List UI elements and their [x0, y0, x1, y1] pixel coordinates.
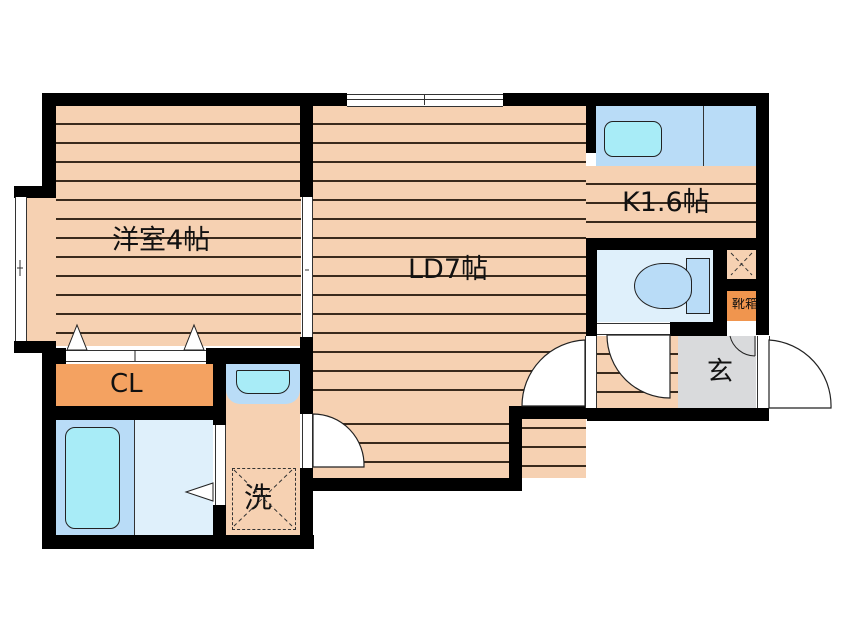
wall-western-ld-upper: [300, 93, 313, 197]
wall-bottom-entrance: [587, 408, 769, 421]
kitchen-counter-divider: [703, 106, 704, 166]
toilet-bowl-icon: [634, 263, 692, 309]
door-swing-entrance: [768, 339, 832, 409]
shoe-box: [727, 291, 756, 321]
entrance-label: 玄: [707, 357, 734, 387]
washer-label: 洗: [244, 481, 273, 514]
western-room-floor: [55, 106, 301, 346]
entrance-floor: [678, 336, 756, 408]
closet-label: CL: [110, 369, 143, 399]
wall-bottom-right: [509, 406, 587, 419]
storage-x-mark: [730, 252, 753, 276]
closet-door-marker-left: [66, 323, 88, 351]
door-bathroom[interactable]: [215, 425, 226, 505]
kitchen-floor: [586, 166, 756, 238]
shoe-box-label: 靴箱: [731, 298, 758, 311]
wall-toilet-bottom: [670, 322, 727, 336]
door-swing-toilet: [606, 334, 671, 399]
wall-left-alcove-top: [14, 186, 56, 198]
washer-x-mark: [233, 469, 293, 527]
wall-left-upper: [42, 93, 56, 197]
toilet-tank-icon: [686, 258, 710, 314]
window-top-sash: [347, 99, 503, 100]
wall-top-left: [42, 93, 347, 106]
window-top-mullion: [424, 94, 425, 105]
wall-toilet-left: [586, 238, 597, 336]
wall-left-lower: [42, 341, 56, 549]
bathroom-dry-area: [134, 420, 213, 535]
living-dining-label: LD7帖: [408, 254, 489, 285]
kitchen-label: K1.6帖: [622, 187, 710, 218]
wash-basin-icon: [236, 370, 290, 394]
wall-bath-washroom-upper: [213, 348, 226, 425]
wall-western-bottom-left: [42, 348, 66, 364]
wall-right: [756, 93, 769, 335]
window-top: [347, 94, 503, 107]
kitchen-sink-icon: [604, 121, 662, 157]
wall-bath-washroom-lower: [213, 505, 226, 549]
door-swing-washroom: [312, 413, 365, 468]
door-swing-shoebox: [729, 335, 756, 357]
wall-ld-step: [509, 406, 522, 491]
wall-western-bottom-right: [206, 348, 313, 364]
wall-bottom-bath: [42, 535, 314, 549]
wall-toilet-right: [713, 238, 727, 336]
door-swing-ld: [521, 339, 586, 407]
wall-top-right: [503, 93, 769, 106]
wall-washroom-right: [300, 364, 313, 414]
shoe-box-gap: [727, 322, 756, 336]
washer-space: [232, 468, 296, 530]
bathroom-door-marker: [184, 482, 214, 502]
bathtub-icon: [65, 427, 120, 529]
wall-storage-divider: [727, 279, 756, 291]
wall-closet-bottom: [42, 406, 226, 420]
western-room-alcove: [26, 197, 56, 342]
closet: [55, 364, 213, 406]
bathroom-divider: [134, 420, 135, 535]
window-left: [15, 197, 27, 341]
closet-door-marker-right: [183, 323, 205, 351]
western-room-label: 洋室4帖: [112, 225, 211, 256]
closet-doors: [66, 350, 206, 362]
wall-ld-bottom: [300, 478, 522, 491]
door-western-sliding[interactable]: [302, 197, 313, 337]
wall-kitchen-stub: [586, 93, 596, 153]
